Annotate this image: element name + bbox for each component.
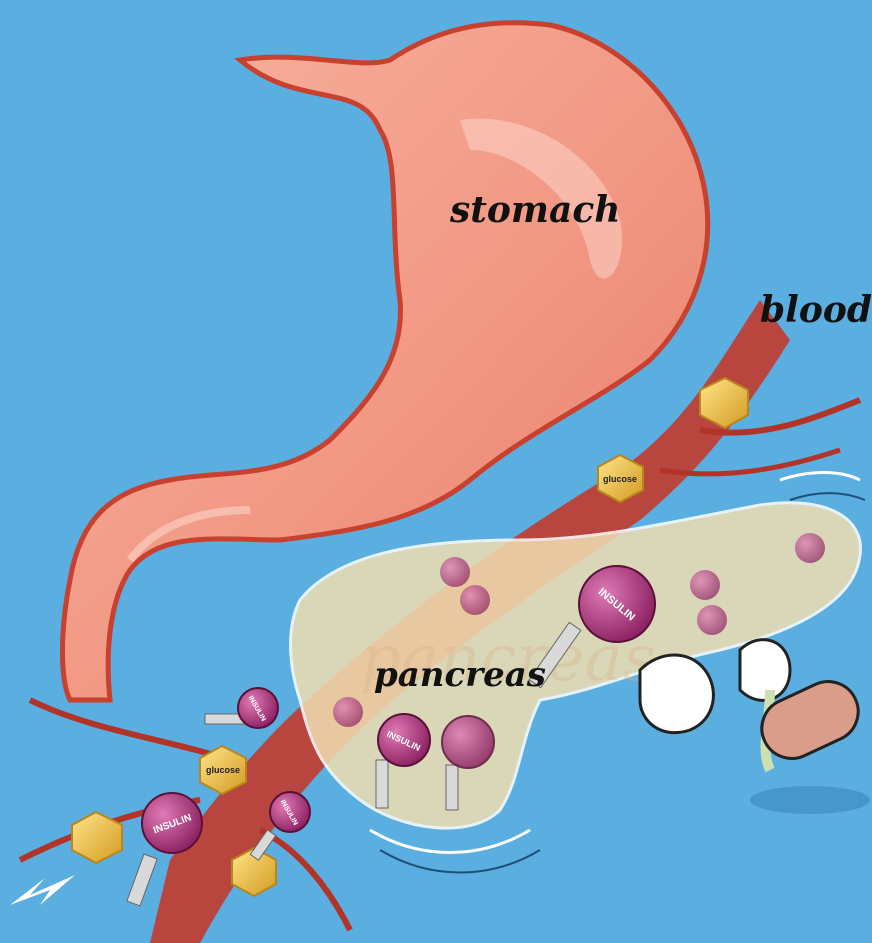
insulin-key-icon: INSULIN <box>205 688 278 728</box>
cartoon-glove-icon <box>640 640 790 770</box>
blood-label: blood <box>760 289 872 331</box>
stomach-label: stomach <box>449 189 620 231</box>
glucose-label: glucose <box>206 765 240 775</box>
arrow-icon <box>10 875 75 905</box>
glucose-label: glucose <box>603 474 637 484</box>
pancreas-label: pancreas <box>374 655 546 695</box>
